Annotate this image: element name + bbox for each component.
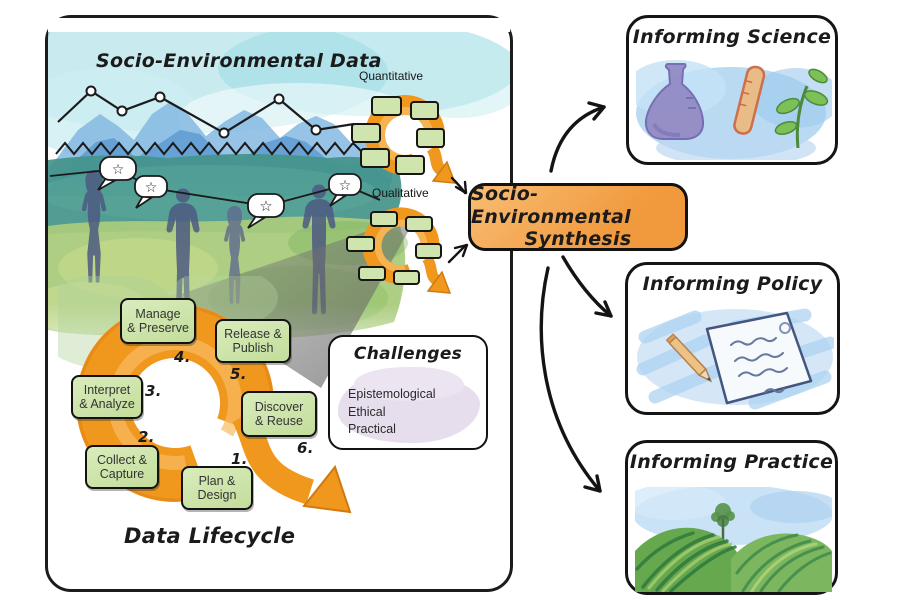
tree-icon (711, 503, 735, 541)
informing-practice-panel: Informing Practice (625, 440, 838, 595)
step-number-3: 3. (145, 382, 162, 400)
step-number-4: 4. (174, 348, 191, 366)
plant-icon (774, 68, 829, 149)
quant-data-box (360, 148, 390, 168)
svg-text:☆: ☆ (145, 180, 158, 196)
lifecycle-step-release-publish: Release & Publish (215, 319, 291, 363)
svg-text:☆: ☆ (259, 197, 272, 215)
challenge-item: Ethical (348, 405, 386, 419)
socio-environmental-data-panel: Socio-Environmental Data (45, 15, 513, 592)
step-number-6: 6. (297, 439, 314, 457)
lifecycle-step-discover-reuse: Discover & Reuse (241, 391, 317, 437)
quant-data-box (371, 96, 402, 116)
star-glyphs: ☆ ☆ ☆ ☆ (112, 162, 352, 215)
informing-practice-title: Informing Practice (629, 451, 834, 473)
lifecycle-step-collect-capture: Collect & Capture (85, 445, 159, 489)
challenges-box: Challenges Epistemological Ethical Pract… (328, 335, 488, 450)
synthesis-box: Socio-Environmental Synthesis (468, 183, 688, 251)
challenge-item: Epistemological (348, 387, 436, 401)
synthesis-line2: Synthesis (524, 228, 632, 251)
lifecycle-step-manage-preserve: Manage & Preserve (120, 298, 196, 344)
lifecycle-step-interpret-analyze: Interpret & Analyze (71, 375, 143, 419)
informing-policy-title: Informing Policy (642, 273, 823, 295)
flask-icon (644, 63, 705, 140)
quant-data-box (410, 101, 439, 120)
informing-policy-panel: Informing Policy (625, 262, 840, 415)
fields-illustration (635, 527, 832, 592)
synthesis-line1: Socio-Environmental (471, 182, 631, 228)
qual-data-box (405, 216, 433, 232)
qualitative-label: Qualitative (372, 186, 429, 200)
quant-data-box (395, 155, 425, 175)
mountains (48, 102, 392, 196)
data-lifecycle-title: Data Lifecycle (124, 524, 296, 548)
science-illustration (636, 60, 832, 160)
qual-data-box (415, 243, 442, 259)
step-number-5: 5. (230, 365, 247, 383)
qual-data-box (358, 266, 386, 281)
qual-data-box (370, 211, 398, 227)
paper-icon (705, 311, 813, 405)
quantitative-label: Quantitative (359, 69, 424, 83)
people-silhouettes (81, 170, 336, 319)
step-number-1: 1. (231, 450, 248, 468)
pencil-icon (665, 333, 713, 383)
svg-text:☆: ☆ (339, 178, 352, 194)
qual-data-box (346, 236, 375, 252)
challenge-item: Practical (348, 422, 396, 436)
speech-bubble-series: ☆ ☆ ☆ ☆ (49, 156, 381, 229)
policy-illustration (636, 308, 834, 410)
practice-illustration (635, 487, 832, 592)
informing-science-title: Informing Science (632, 26, 832, 48)
qual-data-box (393, 270, 420, 285)
quant-data-box (351, 123, 381, 143)
challenges-title: Challenges (353, 344, 463, 364)
quant-data-box (416, 128, 445, 148)
informing-science-panel: Informing Science (626, 15, 838, 165)
quantitative-line-chart (57, 85, 355, 139)
test-tube-icon (733, 65, 766, 135)
zigzag-line (55, 141, 363, 156)
lifecycle-step-plan-design: Plan & Design (181, 466, 253, 510)
panel-title: Socio-Environmental Data (96, 50, 382, 72)
svg-text:☆: ☆ (112, 162, 125, 178)
step-number-2: 2. (138, 428, 155, 446)
